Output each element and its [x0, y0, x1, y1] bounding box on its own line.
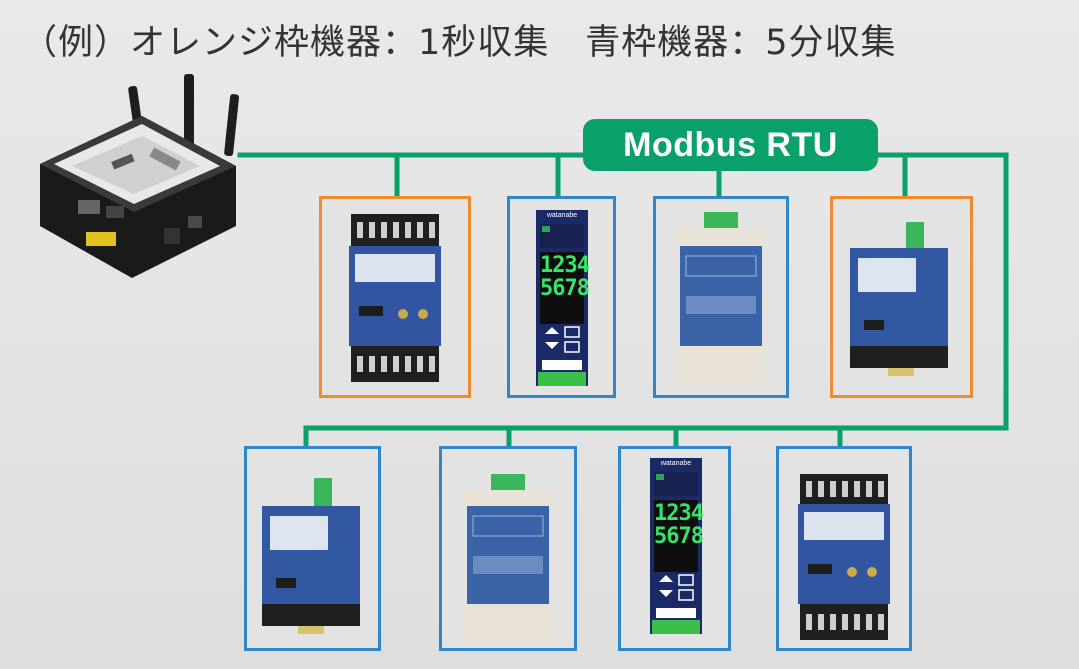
display-row-2: 5678: [540, 276, 590, 301]
display-row-1: 1234: [654, 501, 704, 526]
signal-transducer-device: [463, 474, 553, 642]
panel-meter-display: 1234 5678: [540, 253, 590, 301]
panel-meter-brand: watanabe: [546, 212, 578, 219]
panel-meter-device: [536, 210, 588, 386]
modbus-rtu-badge: Modbus RTU: [583, 119, 878, 171]
relay-module-device: [349, 214, 441, 382]
panel-meter-brand: watanabe: [660, 460, 692, 467]
gateway-device: [40, 74, 240, 278]
panel-meter-device: [650, 458, 702, 634]
signal-transducer-device: [676, 212, 766, 384]
relay-module-device: [798, 474, 890, 640]
display-row-2: 5678: [654, 524, 704, 549]
display-row-1: 1234: [540, 253, 590, 278]
io-module-device: [850, 222, 948, 376]
panel-meter-display: 1234 5678: [654, 501, 704, 549]
io-module-device: [262, 478, 360, 634]
page-title: （例）オレンジ枠機器：1秒収集 青枠機器：5分収集: [22, 23, 897, 63]
